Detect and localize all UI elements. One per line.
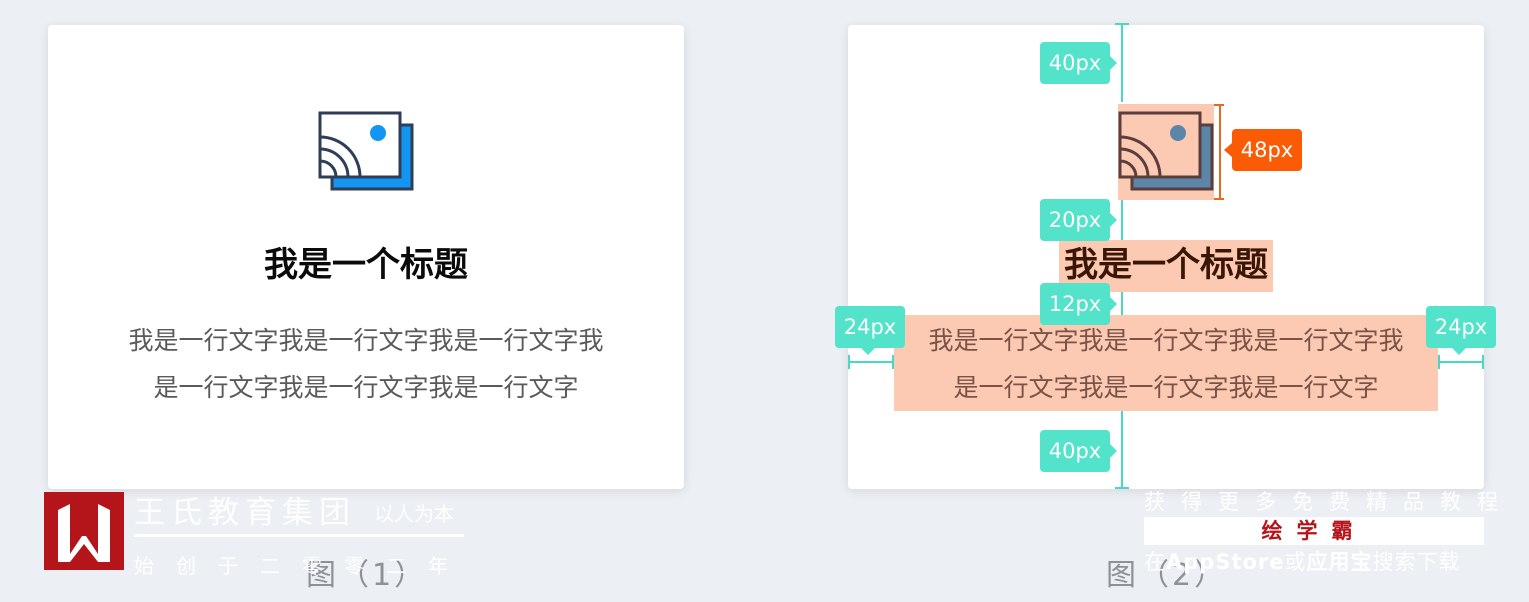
title-body-gap-line [1121,292,1123,315]
tick [1115,487,1129,489]
watermark-company-name: 王氏教育集团 [134,495,356,531]
w-logo-icon [58,504,110,562]
yingyongbao-label: 应用宝 [1306,550,1373,574]
example-card: 我是一个标题 我是一行文字我是一行文字我是一行文字我 是一行文字我是一行文字我是… [48,25,684,489]
top-padding-tag: 40px [1040,42,1117,84]
download-prefix: 在 [1144,550,1166,574]
watermark-divider [134,534,464,537]
annotated-card: 我是一个标题 我是一行文字我是一行文字我是一行文字我 是一行文字我是一行文字我是… [835,23,1496,489]
bottom-padding-tag: 40px [1040,430,1117,472]
watermark-brand: 绘学霸 [1144,517,1484,545]
icon-title-gap-tag: 20px [1040,199,1117,241]
watermark-slogan: 以人为本 [374,502,454,526]
body-line-2: 是一行文字我是一行文字我是一行文字 [953,373,1379,402]
download-or: 或 [1284,550,1307,574]
tick [848,355,850,369]
icon-title-gap-line [1121,200,1123,240]
bottom-padding-line [1121,411,1123,489]
tick [1214,104,1224,106]
title-body-gap-tag: 12px [1040,283,1117,325]
icon-size-tag: 48px [1224,129,1302,171]
tick [892,355,894,369]
image-cast-icon [1118,111,1214,191]
watermark-promo-text: 获得更多免费精品教程 [1144,490,1514,514]
left-padding-tag: 24px [835,306,905,355]
wangshi-logo [44,492,124,570]
body-line-2: 是一行文字我是一行文字我是一行文字 [153,373,579,402]
left-padding-line [848,361,894,363]
download-suffix: 搜索下载 [1372,550,1461,574]
body-highlight [894,315,1438,411]
tick [1214,198,1224,200]
appstore-label: AppStore [1166,550,1285,574]
body-line-1: 我是一行文字我是一行文字我是一行文字我 [928,326,1404,355]
tick [1438,355,1440,369]
right-padding-line [1438,361,1484,363]
card-body-text: 我是一行文字我是一行文字我是一行文字我 是一行文字我是一行文字我是一行文字 [894,317,1438,411]
figure-2-caption: 图（2） [1106,558,1228,593]
figure-1-caption: 图（1） [306,558,428,593]
card-title: 我是一个标题 [1064,245,1268,285]
body-line-1: 我是一行文字我是一行文字我是一行文字我 [128,326,604,355]
card-title: 我是一个标题 [264,245,468,285]
watermark-download-text: 在AppStore或应用宝搜索下载 [1144,546,1461,576]
right-padding-tag: 24px [1426,306,1496,355]
card-body-text: 我是一行文字我是一行文字我是一行文字我 是一行文字我是一行文字我是一行文字 [94,317,638,411]
icon-size-bracket [1219,104,1221,200]
tick [1482,355,1484,369]
tick [1115,23,1129,25]
watermark-subline: 始创于二零零二年 [134,554,470,578]
image-cast-icon [318,111,414,191]
top-padding-line [1121,23,1123,102]
